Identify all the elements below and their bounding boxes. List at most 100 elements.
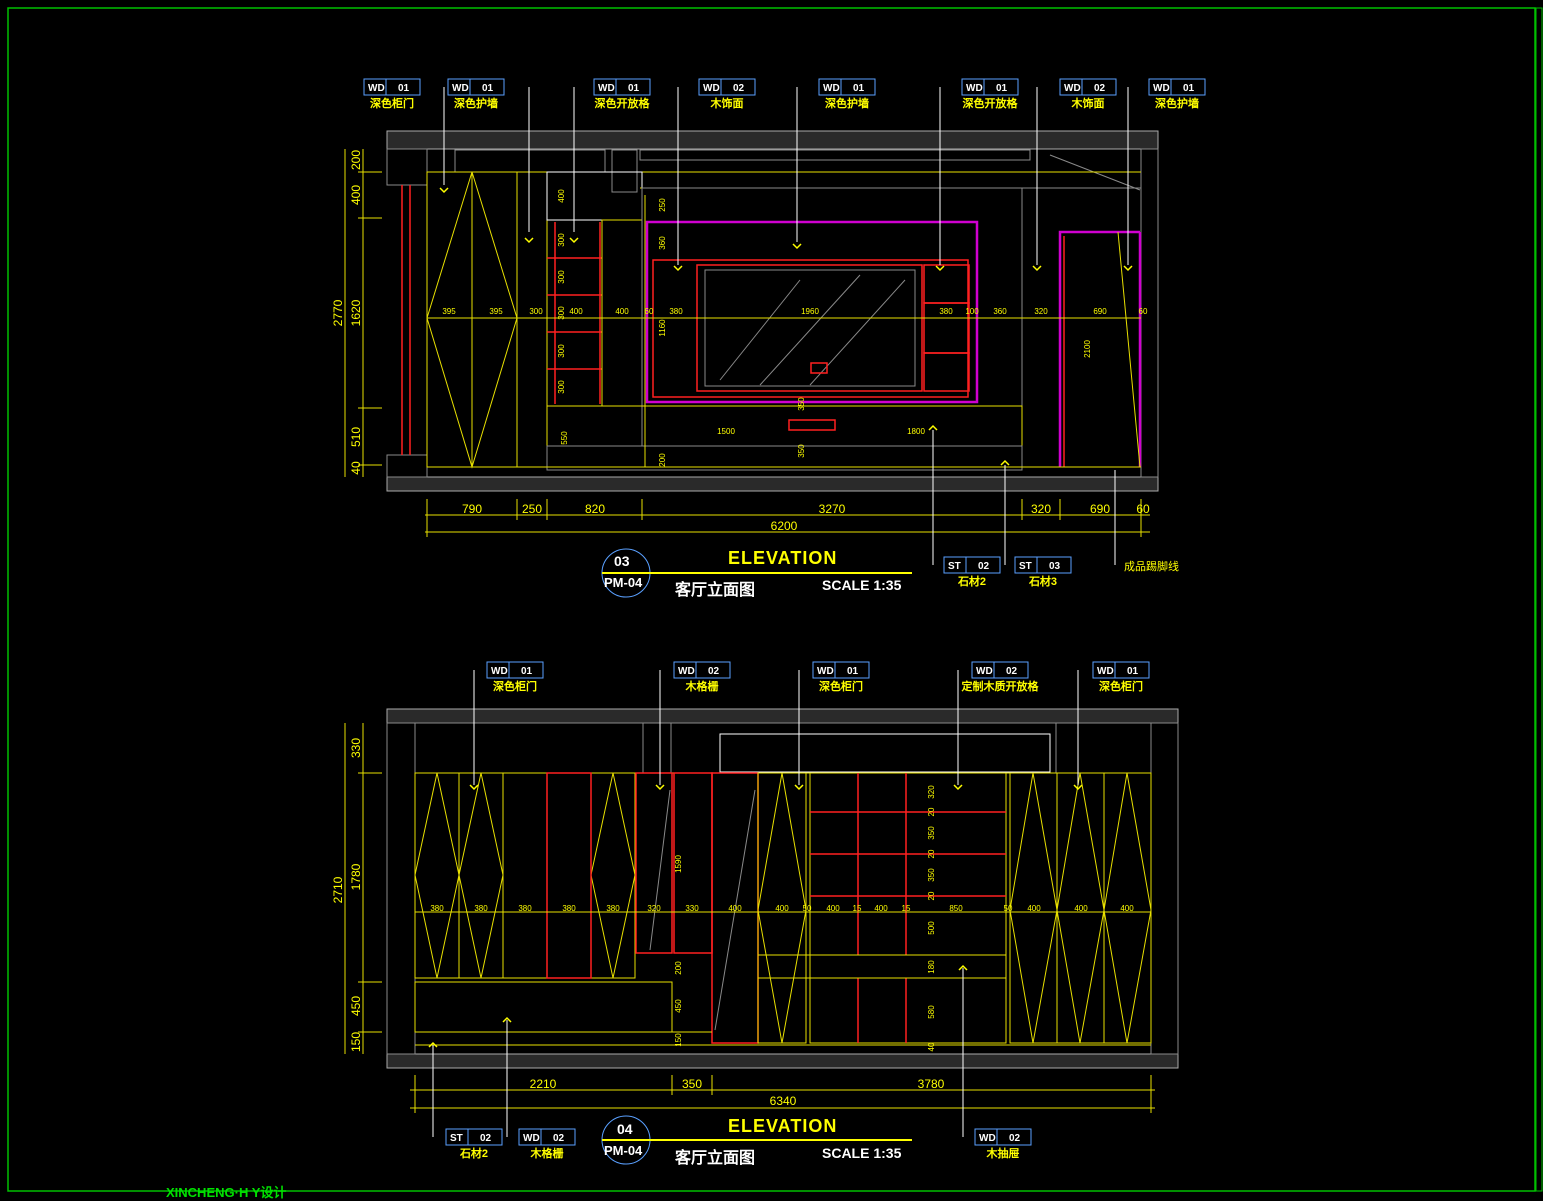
- elev04-dim-inner-v: 580: [927, 1005, 936, 1019]
- elev03-dim-bottom: 790: [462, 502, 482, 516]
- elev04-dim-inner: 380: [606, 904, 620, 913]
- elev03-tag-2: [593, 78, 651, 96]
- elev04-bottom-tag-2-label: 木抽屉: [986, 1146, 1020, 1160]
- elev03-bottom-tag-0-no: 02: [978, 561, 990, 572]
- elev03-dim-bottom: 690: [1090, 502, 1110, 516]
- sheet-border: [7, 7, 1536, 1192]
- elev03-tag-0-code: WD: [368, 83, 385, 94]
- elev04-bottom-tag-1-no: 02: [553, 1133, 565, 1144]
- elev04-bottom-tag-2-code: WD: [979, 1133, 996, 1144]
- marker-chevrons: [428, 187, 1133, 1048]
- elev04-tag-2-label: 深色柜门: [819, 679, 863, 693]
- elev03-dim-left: 510: [349, 427, 363, 447]
- elev03-dim-left: 1620: [349, 299, 363, 326]
- elevation-03-drawing: [344, 87, 1159, 598]
- elev04-dim-inner-v: 20: [927, 849, 936, 858]
- elev03-dim-inner-v: 300: [557, 380, 566, 394]
- elev04-dim-inner: 380: [474, 904, 488, 913]
- elev03-dim-inner: 1800: [907, 427, 925, 436]
- title-en-03: ELEVATION: [728, 548, 838, 568]
- sheet-ref-03: PM-04: [604, 575, 643, 590]
- elev03-dim-inner: 300: [529, 307, 543, 316]
- elevation-04-drawing: [344, 670, 1179, 1165]
- elev03-dim-inner-v: 550: [560, 431, 569, 445]
- elev03-dim-inner-v: 2100: [1083, 340, 1092, 358]
- elev04-tag-1: [673, 661, 731, 679]
- elev03-tag-2-no: 01: [628, 83, 640, 94]
- elev04-dim-inner-v: 350: [927, 826, 936, 840]
- elev03-tag-1-no: 01: [482, 83, 494, 94]
- elev04-tag-2-no: 01: [847, 666, 859, 677]
- elev03-dim-inner-v: 200: [658, 453, 667, 467]
- elev03-dim-inner-v: 250: [658, 198, 667, 212]
- elev03-dim-inner: 395: [442, 307, 456, 316]
- scale-03: SCALE 1:35: [822, 577, 902, 593]
- elev03-dim-inner-v: 350: [797, 397, 806, 411]
- elev04-bottom-tag-2-box: [974, 1128, 1032, 1146]
- elev03-tag-4-box: [818, 78, 876, 96]
- elev03-dim-bottom: 250: [522, 502, 542, 516]
- elev03-dim-inner: 395: [489, 307, 503, 316]
- elev04-dim-bottom: 3780: [918, 1077, 945, 1091]
- elev04-dim-inner: 400: [826, 904, 840, 913]
- elev04-dim-inner-v: 20: [927, 807, 936, 816]
- elev03-tag-0-label: 深色柜门: [370, 96, 414, 110]
- sheet-no-03: 03: [614, 553, 630, 569]
- elev04-bottom-tag-2-no: 02: [1009, 1133, 1021, 1144]
- elev03-tag-0-no: 01: [398, 83, 410, 94]
- elev04-bottom-tag-1-code: WD: [523, 1133, 540, 1144]
- elev03-dim-inner: 320: [1034, 307, 1048, 316]
- elev03-tag-1-label: 深色护墙: [454, 96, 498, 110]
- elev04-tag-1-box: [673, 661, 731, 679]
- elev03-tag-7-box: [1148, 78, 1206, 96]
- elev04-dim-inner: 380: [562, 904, 576, 913]
- elev03-tag-6-no: 02: [1094, 83, 1106, 94]
- elev03-tag-4: [818, 78, 876, 96]
- elev03-tag-2-code: WD: [598, 83, 615, 94]
- elev04-tag-4-no: 01: [1127, 666, 1139, 677]
- elev04-tag-0: [486, 661, 544, 679]
- footer-text: XINCHENG·H Y设计: [166, 1185, 287, 1200]
- elev03-tag-1: [447, 78, 505, 96]
- elev04-tag-3: [971, 661, 1029, 679]
- elev04-dim-bottom: 2210: [530, 1077, 557, 1091]
- elev03-dim-inner: 380: [669, 307, 683, 316]
- elev04-dim-inner: 400: [728, 904, 742, 913]
- elev04-tag-4: [1092, 661, 1150, 679]
- elev04-dim-inner-v: 150: [674, 1033, 683, 1047]
- elev04-tag-3-no: 02: [1006, 666, 1018, 677]
- title-en-04: ELEVATION: [728, 1116, 838, 1136]
- elev03-dim-inner: 380: [939, 307, 953, 316]
- elev03-dim-left: 400: [349, 185, 363, 205]
- elev03-dim-left: 40: [349, 461, 363, 475]
- elev03-dim-bottom: 3270: [819, 502, 846, 516]
- elev04-tag-1-label: 木格栅: [685, 679, 719, 693]
- elev03-tag-1-code: WD: [452, 83, 469, 94]
- title-strip: [1535, 7, 1543, 1192]
- elev03-tag-3-no: 02: [733, 83, 745, 94]
- elev03-bottom-tag-0-box: [943, 556, 1001, 574]
- elev04-dim-inner: 400: [1027, 904, 1041, 913]
- elev04-tag-4-box: [1092, 661, 1150, 679]
- elev03-tag-5: [961, 78, 1019, 96]
- elev04-dim-left: 450: [349, 996, 363, 1016]
- elev03-tag-5-code: WD: [966, 83, 983, 94]
- elev04-dim-inner-v: 1590: [674, 855, 683, 873]
- elev04-tag-3-box: [971, 661, 1029, 679]
- elev03-tag-7-no: 01: [1183, 83, 1195, 94]
- elev03-bottom-tag-0-code: ST: [948, 561, 961, 572]
- elev03-dim-inner-v: 300: [557, 344, 566, 358]
- elev04-dim-bottom: 350: [682, 1077, 702, 1091]
- elev03-tag-6-code: WD: [1064, 83, 1081, 94]
- elev04-tag-3-code: WD: [976, 666, 993, 677]
- elev04-dim-inner: 15: [902, 904, 911, 913]
- elev04-tag-0-code: WD: [491, 666, 508, 677]
- elev03-tag-3-code: WD: [703, 83, 720, 94]
- elev04-bottom-tag-1: [518, 1128, 576, 1146]
- elev04-dim-inner: 400: [775, 904, 789, 913]
- elev04-dim-inner-v: 180: [927, 960, 936, 974]
- elev03-tag-7-code: WD: [1153, 83, 1170, 94]
- elev03-dim-inner: 400: [569, 307, 583, 316]
